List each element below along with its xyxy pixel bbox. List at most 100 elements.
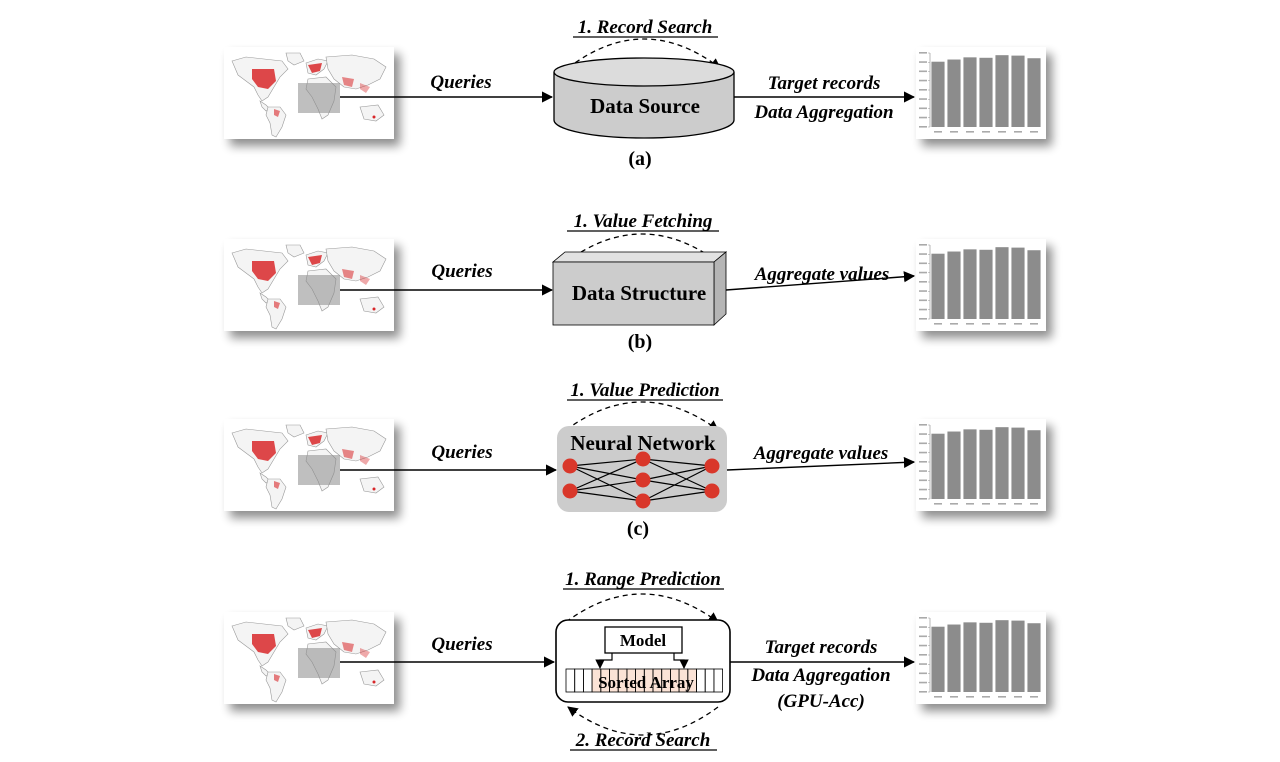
bar-fri xyxy=(995,247,1009,319)
bar-chart-y-tick-label xyxy=(919,433,927,435)
panel-c-output-arrow xyxy=(726,456,916,471)
data-source-cylinder xyxy=(553,72,735,139)
bar-chart-y-tick-label xyxy=(919,98,927,100)
bar-chart-x-tick-label xyxy=(966,696,974,698)
nn-edge xyxy=(642,458,713,492)
nn-edge xyxy=(642,458,713,467)
bar-fri xyxy=(995,427,1009,499)
panel-a-input-label: Queries xyxy=(430,72,491,93)
nn-edge xyxy=(569,465,644,502)
bar-chart-y-tick-label xyxy=(919,244,927,246)
panel-b-output-arrow xyxy=(725,271,916,291)
panel-d-dashed-arrow-bottom xyxy=(567,706,719,736)
bar-chart-y-tick-label xyxy=(919,479,927,482)
bar-chart-y-tick-label xyxy=(919,70,927,73)
bar-sun xyxy=(1027,430,1041,499)
world-map-image xyxy=(223,418,395,512)
bar-chart-x-tick-label xyxy=(934,323,942,325)
bar-thu xyxy=(979,249,993,319)
bar-chart-y-tick-label xyxy=(919,126,927,128)
bar-chart-y-tick-label xyxy=(919,281,927,283)
bar-thu xyxy=(979,622,993,692)
bar-chart-x-tick-label xyxy=(950,131,958,133)
panel-d-step-label: 1. Range Prediction xyxy=(565,569,721,590)
panel-a-step-label: 1. Record Search xyxy=(578,17,713,38)
panel-d-component-label: Sorted Array xyxy=(598,673,694,692)
bar-chart-x-tick-label xyxy=(982,696,990,698)
bar-chart-x-tick-label xyxy=(950,503,958,505)
bar-chart-thumbnail xyxy=(916,419,1046,511)
panel-d-model-label: Model xyxy=(620,631,667,650)
bar-chart-x-tick-label xyxy=(950,696,958,698)
bar-chart-x-tick-label xyxy=(998,503,1006,505)
bar-sun xyxy=(1027,623,1041,692)
panel-b-output-label: Aggregate values xyxy=(754,264,890,285)
data-structure-box-side xyxy=(713,251,727,326)
bar-sat xyxy=(1011,247,1025,319)
bar-chart-x-tick-label xyxy=(934,696,942,698)
nn-neuron xyxy=(704,458,720,474)
bar-chart-x-tick-label xyxy=(1030,696,1038,698)
bar-mon xyxy=(931,626,945,692)
bar-chart-y-tick-label xyxy=(919,691,927,693)
panel-c-caption: (c) xyxy=(627,518,649,540)
panel-a-component-label: Data Source xyxy=(590,94,700,118)
bar-chart-thumbnail xyxy=(916,239,1046,331)
bar-chart-x-tick-label xyxy=(934,503,942,505)
bar-chart-y-tick-label xyxy=(919,635,927,638)
bar-wed xyxy=(963,622,977,692)
panel-d-input-label: Queries xyxy=(431,634,492,655)
panel-c-component-label: Neural Network xyxy=(570,431,716,455)
bar-chart-y-tick-label xyxy=(919,488,927,491)
nn-neuron xyxy=(562,483,578,499)
bar-sun xyxy=(1027,58,1041,128)
bar-chart-y-tick-label xyxy=(919,498,927,500)
panel-c-dashed-arrow xyxy=(565,401,719,431)
panel-c-step-label: 1. Value Prediction xyxy=(570,380,719,401)
panel-c-output-label: Aggregate values xyxy=(753,443,889,464)
nn-edge xyxy=(642,465,713,481)
bar-chart-y-tick-label xyxy=(919,89,927,91)
bar-chart-x-tick-label xyxy=(998,131,1006,133)
bar-chart-thumbnail xyxy=(916,612,1046,704)
panel-d-output-label-3: (GPU-Acc) xyxy=(777,691,865,712)
panel-b-component-label: Data Structure xyxy=(572,281,706,305)
bar-chart-x-tick-label xyxy=(998,323,1006,325)
nn-edge xyxy=(569,479,644,492)
bar-chart-y-tick-label xyxy=(919,107,927,110)
bar-mon xyxy=(931,61,945,127)
panel-d-dashed-arrow-top xyxy=(565,593,719,623)
bar-chart-y-tick-label xyxy=(919,451,927,454)
bar-fri xyxy=(995,55,1009,128)
panel-d-output-label-1: Target records xyxy=(765,637,878,658)
world-map-thumbnail xyxy=(223,418,395,512)
bar-tue xyxy=(947,431,961,499)
bar-chart-x-tick-label xyxy=(1014,696,1022,698)
bar-chart-x-tick-label xyxy=(966,131,974,133)
neural-network-box xyxy=(557,426,727,512)
bar-chart-y-tick-label xyxy=(919,672,927,675)
model-arrow-left xyxy=(595,653,613,669)
bar-chart-y-tick-label xyxy=(919,644,927,647)
bar-chart-x-tick-label xyxy=(950,323,958,325)
bar-wed xyxy=(963,249,977,319)
world-map-thumbnail xyxy=(223,46,395,140)
panel-c-input-label: Queries xyxy=(431,442,492,463)
panel-b-step-label: 1. Value Fetching xyxy=(574,211,713,232)
nn-neuron xyxy=(635,451,651,467)
bar-thu xyxy=(979,57,993,127)
nn-edge xyxy=(642,479,713,492)
nn-edge xyxy=(569,490,644,502)
bar-chart-x-tick-label xyxy=(982,323,990,325)
bar-chart-x-tick-label xyxy=(982,131,990,133)
nn-neuron xyxy=(562,458,578,474)
panel-a-caption: (a) xyxy=(628,148,651,170)
bar-tue xyxy=(947,59,961,127)
bar-chart-x-tick-label xyxy=(934,131,942,133)
bar-chart-y-tick-label xyxy=(919,290,927,292)
nn-edge xyxy=(642,490,713,502)
